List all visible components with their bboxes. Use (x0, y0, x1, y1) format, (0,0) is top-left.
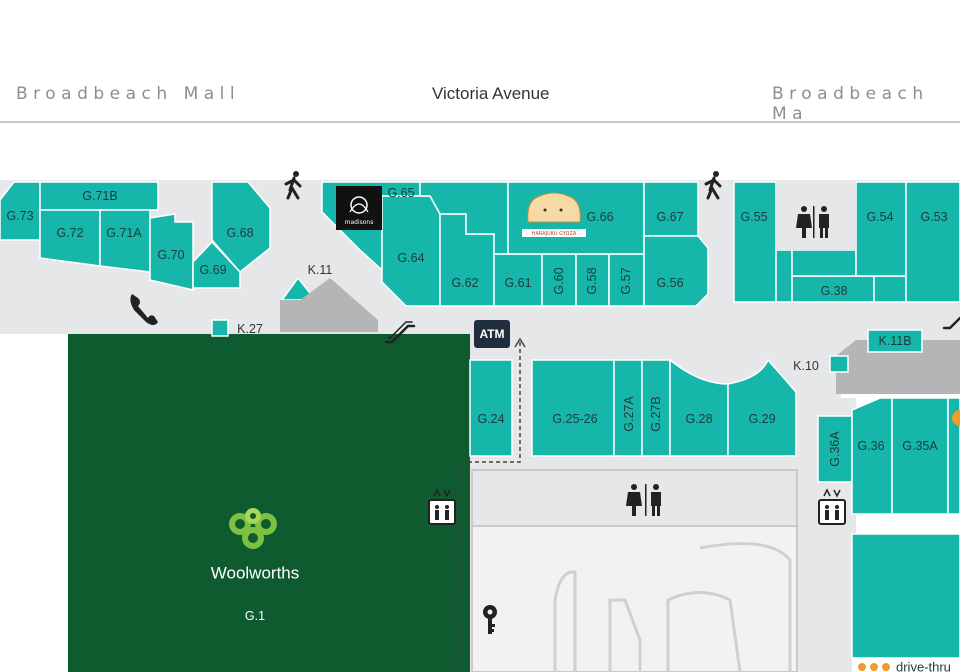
label-g54: G.54 (866, 210, 893, 224)
label-g36: G.36 (857, 439, 884, 453)
shop-g56[interactable] (643, 235, 709, 307)
shop-g60[interactable] (541, 253, 577, 307)
woolworths-store[interactable] (68, 334, 470, 672)
label-g36a: G.36A (828, 431, 842, 467)
label-g27a: G.27A (622, 396, 636, 432)
label-g60: G.60 (552, 267, 566, 294)
label-g65: G.65 (387, 186, 414, 200)
label-g62: G.62 (451, 276, 478, 290)
shop-g68[interactable] (211, 181, 271, 274)
label-g28: G.28 (685, 412, 712, 426)
restroom-area-top (776, 182, 856, 250)
orange-logo-icon (952, 410, 960, 426)
walking-person-icon-2 (704, 171, 722, 200)
atm-icon[interactable]: ATM (474, 320, 510, 348)
escalator-icon (384, 321, 416, 344)
shop-g35a[interactable] (891, 397, 949, 515)
svg-text:madisons: madisons (345, 219, 374, 226)
shop-g2526[interactable] (531, 359, 615, 457)
shop-g55[interactable] (733, 181, 777, 303)
label-g53: G.53 (920, 210, 947, 224)
shop-g54[interactable] (855, 181, 907, 277)
kiosk-area-right (836, 340, 960, 394)
harajuku-gyoza-logo-icon: HARAJUKU GYOZA (522, 192, 586, 237)
woolworths-logo-icon (229, 508, 277, 549)
label-g35a: G.35A (902, 439, 938, 453)
label-g29: G.29 (748, 412, 775, 426)
label-g38: G.38 (820, 284, 847, 298)
label-g58: G.58 (585, 267, 599, 294)
label-g24: G.24 (477, 412, 504, 426)
drive-thru-sign: drive-thru (852, 658, 960, 672)
shops-top-left (0, 181, 316, 337)
street-label-broadbeach-mall-left: Broadbeach Mall (16, 84, 241, 104)
label-g1: G.1 (245, 609, 265, 623)
label-g2526: G.25-26 (552, 412, 597, 426)
label-g70: G.70 (157, 248, 184, 262)
label-g55: G.55 (740, 210, 767, 224)
shop-g58[interactable] (575, 253, 610, 307)
shop-g67[interactable] (643, 181, 699, 237)
label-g56: G.56 (656, 276, 683, 290)
shop-g24[interactable] (469, 359, 513, 457)
shop-g70[interactable] (149, 213, 194, 291)
shop-g69[interactable] (192, 240, 241, 289)
key-icon (483, 605, 497, 634)
lift-icon (428, 488, 456, 525)
label-g72: G.72 (56, 226, 83, 240)
shop-k27[interactable] (211, 319, 229, 337)
label-g27b: G.27B (649, 396, 663, 431)
label-k11b: K.11B (878, 334, 911, 348)
parking-ramp-markings (553, 542, 792, 672)
shop-g71a[interactable] (99, 209, 151, 273)
woolworths-brand-label: Woolworths (211, 564, 300, 583)
restroom-icon (796, 206, 829, 238)
label-g68: G.68 (226, 226, 253, 240)
shop-lower-right[interactable] (851, 533, 960, 659)
shop-g54-strip[interactable] (791, 249, 857, 277)
madisons-logo-icon: madisons (336, 186, 382, 230)
label-g71b: G.71B (82, 189, 117, 203)
walkway-lower-left (48, 334, 68, 672)
shop-g38-b[interactable] (873, 275, 907, 303)
label-g61: G.61 (504, 276, 531, 290)
lift-icon-right (818, 488, 846, 525)
shop-g27b[interactable] (641, 359, 671, 457)
street-label-broadbeach-mall-right: Broadbeach Ma (772, 84, 929, 124)
shop-g27a[interactable] (613, 359, 643, 457)
label-k27: K.27 (237, 322, 263, 336)
svg-text:ATM: ATM (479, 327, 504, 341)
label-g67: G.67 (656, 210, 683, 224)
restroom-icon-parking (626, 484, 661, 516)
shop-g53[interactable] (905, 181, 960, 303)
walking-person-icon (284, 171, 302, 200)
route-dashed-line (457, 342, 521, 672)
label-g64: G.64 (397, 251, 424, 265)
label-k11: K.11 (308, 263, 333, 277)
street-label-victoria-avenue: Victoria Avenue (432, 84, 550, 103)
shop-g29[interactable] (727, 358, 797, 457)
label-g66: G.66 (586, 210, 613, 224)
shop-k11b[interactable] (867, 329, 923, 353)
label-g57: G.57 (619, 267, 633, 294)
route-arrow-icon (514, 337, 526, 348)
shop-g36[interactable] (851, 397, 893, 515)
shop-k10[interactable] (829, 355, 849, 373)
kiosk-k11-area (280, 278, 378, 332)
label-g69: G.69 (199, 263, 226, 277)
escalator-icon-right (942, 316, 960, 330)
svg-text:HARAJUKU GYOZA: HARAJUKU GYOZA (532, 231, 577, 237)
shop-g55-b[interactable] (775, 249, 793, 303)
label-g71a: G.71A (106, 226, 142, 240)
svg-text:drive-thru: drive-thru (896, 660, 951, 672)
label-g73: G.73 (6, 209, 33, 223)
shop-right-edge[interactable] (947, 397, 960, 515)
label-k10: K.10 (793, 359, 819, 373)
phone-icon (130, 294, 158, 325)
